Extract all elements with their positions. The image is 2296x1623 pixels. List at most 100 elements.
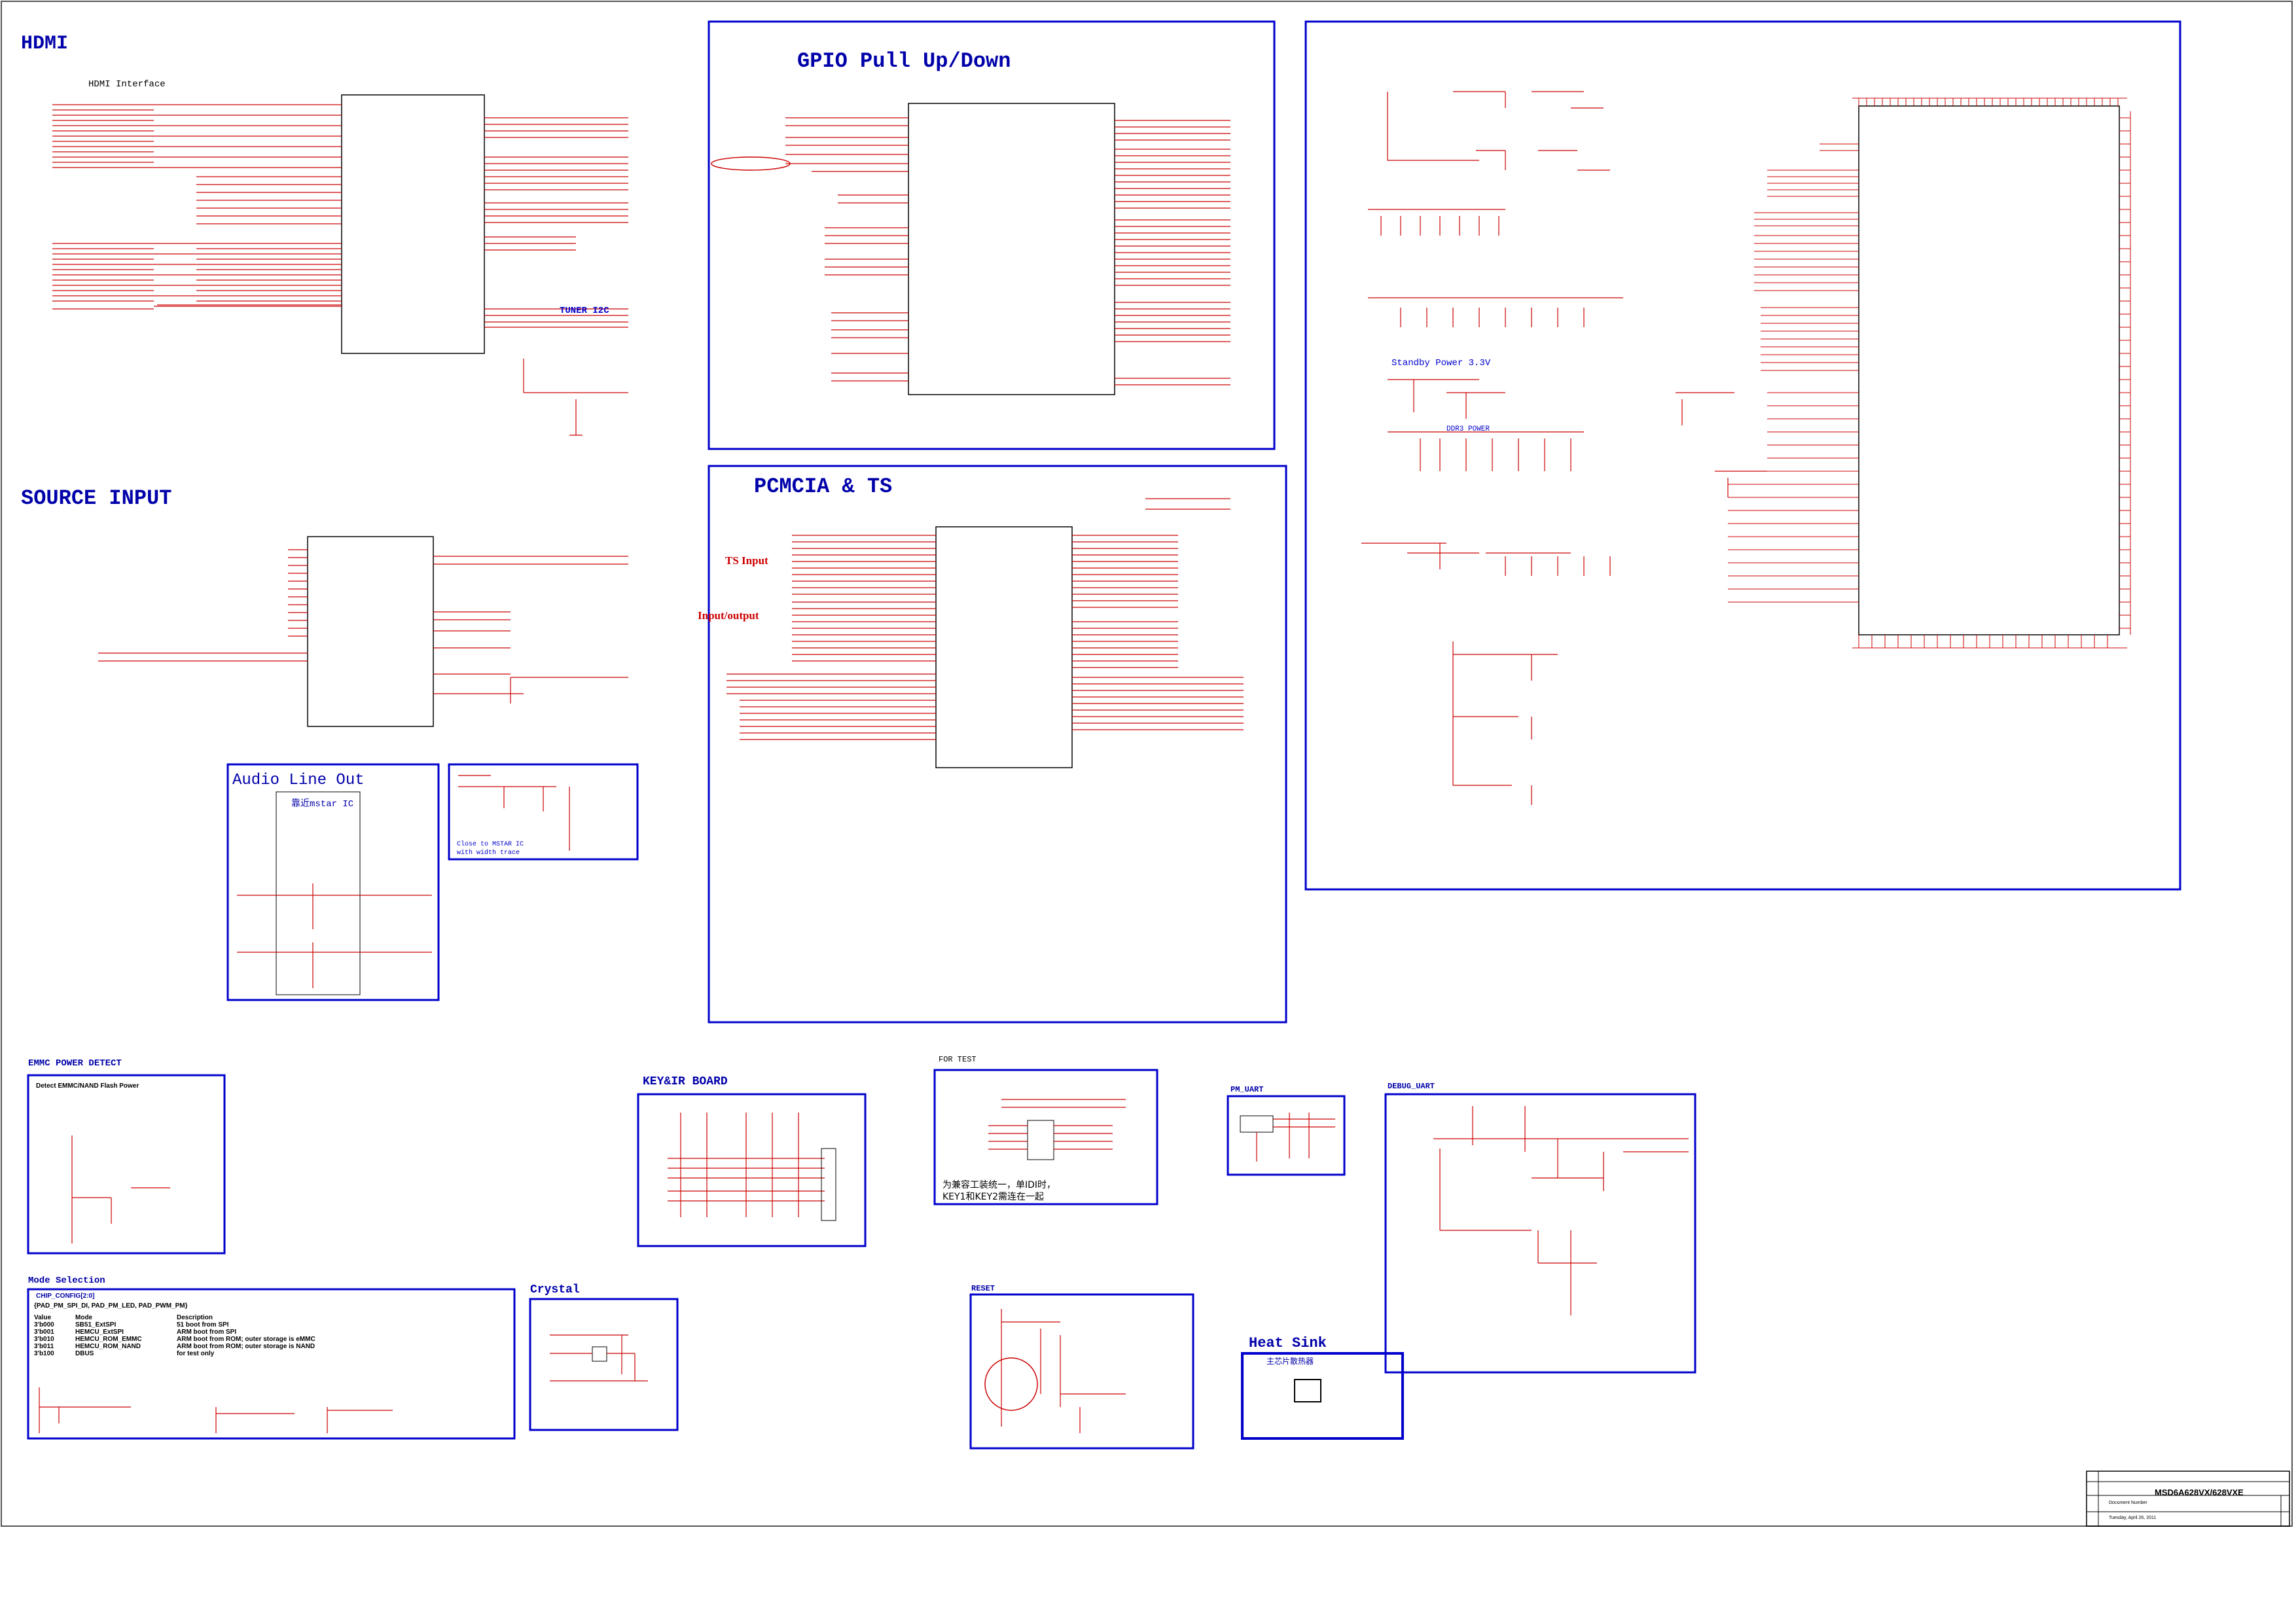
emmc-wires (71, 1135, 170, 1243)
emmc-detect-label: Detect EMMC/NAND Flash Power (36, 1082, 139, 1090)
key-ir-wires (668, 1113, 825, 1217)
crystal-wires (550, 1334, 648, 1382)
mstar-cap-wires (458, 775, 570, 851)
key-ir-section: KEY&IR BOARD (637, 1075, 867, 1247)
for-test-frame (933, 1069, 1158, 1205)
reset-highlight (984, 1357, 1038, 1411)
pm-uart-section: PM_UART (1227, 1085, 1346, 1176)
doc-title: MSD6A628VX/628VXE (2155, 1488, 2244, 1497)
for-test-section: FOR TEST 为兼容工装统一，单IDI时， KEY1和KEY2需连在一起 (933, 1055, 1158, 1205)
sheet-border (1, 1, 2293, 1527)
mode-table-header: Mode (75, 1314, 93, 1321)
main-chip-top-pins (1852, 98, 2127, 649)
source-pins (98, 549, 628, 704)
hdmi-left-pins (52, 104, 342, 310)
mode-table-cell: 3'b100 (34, 1350, 54, 1357)
audio-wires (237, 883, 432, 988)
debug-uart-title: DEBUG_UART (1388, 1082, 1435, 1091)
mode-config-pins: {PAD_PM_SPI_DI, PAD_PM_LED, PAD_PWM_PM} (34, 1302, 188, 1310)
reset-title: RESET (971, 1284, 995, 1293)
gpio-left-pins (785, 117, 908, 382)
reset-frame (969, 1293, 1194, 1450)
power-frame (1304, 20, 2181, 891)
crystal-frame (529, 1298, 679, 1431)
gpio-chip (908, 103, 1115, 395)
for-test-chip (1027, 1120, 1054, 1160)
pcmcia-chip (935, 526, 1073, 768)
gpio-title: GPIO Pull Up/Down (797, 49, 1011, 73)
hdmi-section: HDMI HDMI Interface TUNER I2C (21, 33, 628, 436)
mode-table-cell: ARM boot from SPI (177, 1329, 236, 1336)
crystal-title: Crystal (530, 1283, 580, 1296)
pcmcia-title: PCMCIA & TS (754, 474, 892, 499)
mode-table-cell: ARM boot from ROM; outer storage is NAND (177, 1343, 315, 1350)
mode-table-cell: SB51_ExtSPI (75, 1321, 116, 1329)
mode-table-cell: DBUS (75, 1350, 94, 1357)
audio-line-out-title: Audio Line Out (232, 772, 365, 789)
hdmi-chip (341, 94, 485, 354)
debug-uart-wires (1433, 1106, 1689, 1315)
doc-date: Tuesday, April 26, 2011 (2109, 1516, 2156, 1520)
mstar-cap-section: Close to MSTAR IC with width trace (448, 763, 639, 861)
for-test-wires (988, 1099, 1126, 1150)
ddr3-power-label: DDR3 POWER (1446, 425, 1490, 433)
title-block: Document Number MSD6A628VX/628VXE Tuesda… (2086, 1471, 2290, 1527)
input-output-label: Input/output (698, 609, 759, 622)
mode-wires (39, 1387, 393, 1433)
mode-table-cell: HEMCU_ExtSPI (75, 1329, 124, 1336)
heat-sink-frame (1241, 1352, 1404, 1440)
mode-table-cell: 3'b000 (34, 1321, 54, 1329)
with-width-trace-label: with width trace (457, 849, 520, 857)
mode-table-header: Value (34, 1314, 52, 1321)
heat-sink-title: Heat Sink (1249, 1335, 1327, 1351)
mode-table-cell: 3'b010 (34, 1336, 54, 1343)
mode-table-cell: HEMCU_ROM_EMMC (75, 1336, 142, 1343)
key-ir-connector (821, 1148, 836, 1221)
audio-line-out-section: Audio Line Out 靠近mstar IC (226, 763, 440, 1001)
source-chip (307, 536, 434, 727)
mode-table-cell: ARM boot from ROM; outer storage is eMMC (177, 1336, 315, 1343)
pm-uart-wires (1256, 1113, 1335, 1162)
key-ir-title: KEY&IR BOARD (643, 1075, 728, 1088)
source-input-title: SOURCE INPUT (21, 486, 171, 510)
pcmcia-section: PCMCIA & TS TS Input Input/output (698, 465, 1287, 1024)
heat-sink-section: Heat Sink 主芯片散热器 (1241, 1335, 1404, 1440)
reset-section: RESET (969, 1284, 1194, 1450)
emmc-title: EMMC POWER DETECT (28, 1058, 122, 1069)
emmc-section: EMMC POWER DETECT Detect EMMC/NAND Flash… (27, 1058, 226, 1255)
gpio-highlight (711, 156, 791, 171)
pm-uart-connector (1240, 1115, 1274, 1133)
emmc-frame (27, 1074, 226, 1255)
mode-title: Mode Selection (28, 1275, 105, 1286)
gpio-frame (708, 20, 1276, 450)
mode-config-title: CHIP_CONFIG[2:0] (36, 1293, 94, 1300)
pcmcia-frame (708, 465, 1287, 1024)
debug-uart-section: DEBUG_UART (1384, 1082, 1696, 1374)
audio-near-mstar: 靠近mstar IC (291, 798, 353, 810)
standby-power-label: Standby Power 3.3V (1391, 358, 1491, 368)
mode-table-cell: 3'b001 (34, 1329, 54, 1336)
for-test-title: FOR TEST (939, 1055, 977, 1064)
main-chip-left-pins (1728, 143, 1859, 603)
main-chip (1858, 105, 2120, 635)
pcmcia-left-pins (726, 535, 936, 740)
mode-frame (27, 1288, 516, 1440)
mstar-cap-frame (448, 763, 639, 861)
audio-inner-frame (276, 791, 361, 995)
debug-uart-frame (1384, 1093, 1696, 1374)
close-to-mstar-label: Close to MSTAR IC (457, 840, 524, 848)
ts-input-label: TS Input (725, 554, 768, 567)
power-section: Standby Power 3.3V DDR3 POWER (1304, 20, 2181, 891)
doc-number-label: Document Number (2109, 1501, 2147, 1505)
title-block-frame (2086, 1471, 2290, 1527)
audio-frame (226, 763, 440, 1001)
crystal-section: Crystal (529, 1283, 679, 1431)
mode-table-cell: for test only (177, 1350, 215, 1357)
pm-uart-frame (1227, 1095, 1346, 1176)
power-rails (1361, 91, 1767, 805)
pm-uart-title: PM_UART (1230, 1085, 1263, 1094)
key-ir-frame (637, 1093, 867, 1247)
gpio-right-pins (1115, 120, 1230, 385)
mode-table-header: Description (177, 1314, 213, 1321)
